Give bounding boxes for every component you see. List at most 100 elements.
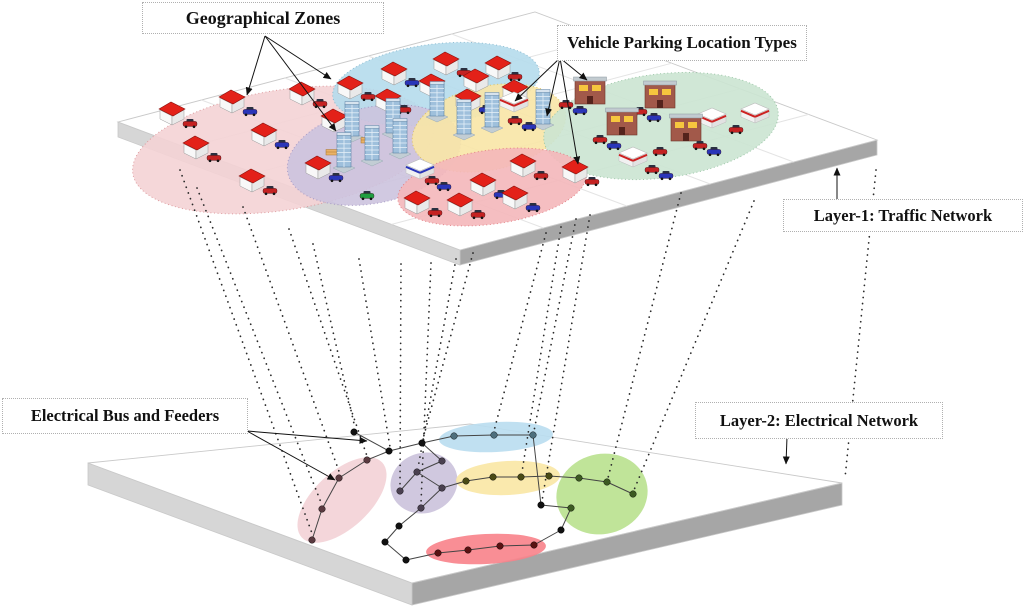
layer2-platform-top [87,423,843,584]
label-geographical-zones: Geographical Zones [142,2,384,34]
bus-node [402,556,410,564]
bus-node [318,505,326,513]
shop-stripe [754,109,770,118]
feeder-line [399,471,418,492]
commercial-window [624,116,633,122]
car-icon [521,124,537,130]
label-layer1-text: Layer-1: Traffic Network [813,205,993,225]
feeder-line [533,529,562,546]
car-wheel [369,197,373,201]
car-wheel [730,131,734,135]
bus-node [350,428,358,436]
tower-roof [336,132,352,136]
bus-node [529,431,537,439]
car-wheel [582,112,586,116]
bus-node [395,522,403,530]
shop-stripe [740,109,756,118]
shop-stripe [499,98,515,107]
car-icon [404,80,420,86]
house-roof-icon [403,190,431,206]
car-wheel [523,128,527,132]
car-wheel [642,113,646,117]
annotation-arrow [559,57,581,165]
feeder-line [416,471,443,489]
car-wheel [437,214,441,218]
layer-mapping-dotted-line [399,263,402,488]
layer-mapping-dotted-line [493,232,547,432]
car-wheel [716,153,720,157]
label-layer2-electrical-network: Layer-2: Electrical Network [695,402,943,439]
annotation-arrows [245,35,841,481]
bus-node [308,536,316,544]
car-icon [436,184,452,190]
car-wheel [192,125,196,129]
car-wheel [654,171,658,175]
house-roof-icon [336,75,364,91]
house-roof-icon [501,185,529,201]
tower-roof [392,118,408,122]
car-wheel [568,106,572,110]
annotation-arrow [264,35,337,132]
car-wheel [284,146,288,150]
house-roof-icon [561,159,589,175]
car-wheel [586,183,590,187]
car-icon [692,143,708,149]
label-vehicle-parking-text: Vehicle Parking Location Types [567,33,797,52]
bus-node [438,484,446,492]
feeder-line [465,476,494,482]
car-wheel [495,196,499,200]
bus-node [629,490,637,498]
label-layer1-traffic-network: Layer-1: Traffic Network [783,199,1023,232]
feeder-network [311,431,634,561]
tower-roof [484,92,500,96]
car-wheel [535,209,539,213]
car-wheel [208,159,212,163]
car-icon [646,115,662,121]
car-icon [427,210,443,216]
bus-node [450,432,458,440]
layer-mapping-dotted-line [521,226,562,473]
shop-stripe [419,165,435,174]
tower-roof [344,101,360,105]
feeder-line [421,442,443,462]
layer-mapping-dotted-line [533,218,577,432]
layer-mapping-dotted-line [196,187,323,506]
commercial-door [683,133,689,141]
car-wheel [531,128,535,132]
feeder-line [532,434,542,506]
bus-node [603,478,611,486]
car-icon [658,173,674,179]
car-wheel [338,179,342,183]
commercial-window [649,89,658,95]
zone-feeder-zone-green [556,453,648,535]
bus-node [530,541,538,549]
layer-mapping-dotted-line [417,258,457,469]
car-wheel [509,122,513,126]
house-roof-icon [501,79,529,95]
feeder-line [540,504,572,509]
feeder-line [606,481,634,495]
car-wheel [480,111,484,115]
layer-mapping-dotted-line [312,243,356,429]
car-wheel [472,216,476,220]
commercial-roof [669,113,703,119]
car-icon [328,175,344,181]
car-wheel [648,119,652,123]
car-icon [206,155,222,161]
car-wheel [560,106,564,110]
car-wheel [458,74,462,78]
car-icon [507,118,523,124]
house-roof-icon [218,89,246,105]
car-icon [558,102,574,108]
car-wheel [602,141,606,145]
car-wheel [594,141,598,145]
bus-node [517,473,525,481]
zone-feeder-zone-purple [390,452,458,514]
car-wheel [668,177,672,181]
car-wheel [480,216,484,220]
commercial-door [587,96,593,104]
layer2-platform [87,423,843,606]
annotation-arrow [514,57,561,102]
car-icon [644,167,660,173]
car-icon [728,127,744,133]
